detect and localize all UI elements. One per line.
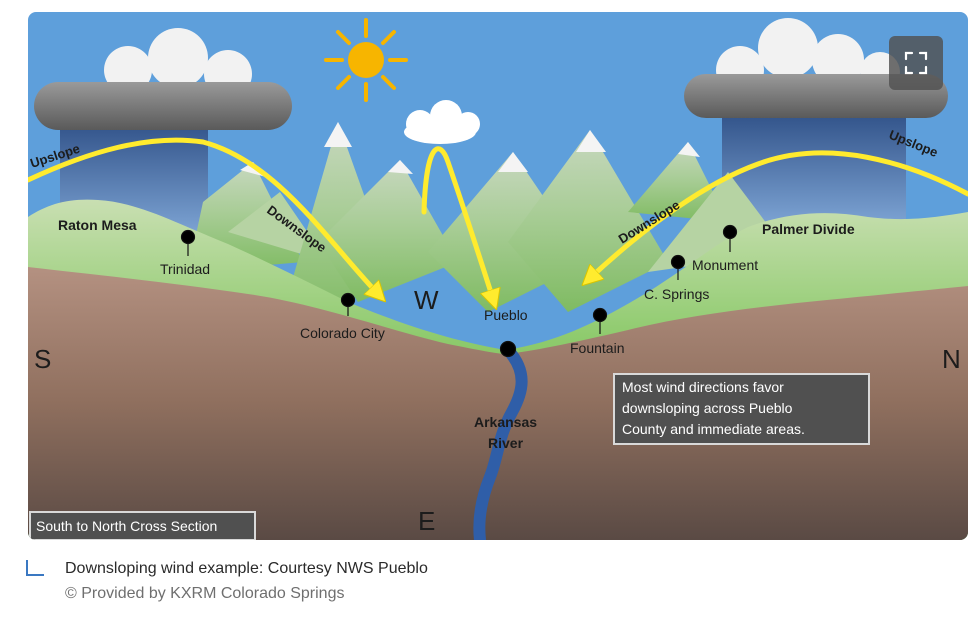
note-box: Most wind directions favor downsloping a… xyxy=(613,373,870,445)
note-line-2: downsloping across Pueblo xyxy=(622,400,793,416)
wind-arrow-center xyxy=(421,146,494,302)
wind-arrow-right xyxy=(588,150,968,280)
label-colorado-city: Colorado City xyxy=(300,325,385,341)
compass-south: S xyxy=(34,344,51,374)
location-markers xyxy=(180,224,738,358)
label-river-line2: River xyxy=(488,435,524,451)
compass-east: E xyxy=(418,506,435,536)
label-c-springs: C. Springs xyxy=(644,286,709,302)
diagram-figure: Upslope Downslope Downslope Upslope Rato… xyxy=(28,12,968,540)
wind-arrow-left xyxy=(28,137,380,296)
cloud-small-icon xyxy=(404,100,480,144)
storm-cloud-right-icon xyxy=(684,18,948,118)
marker-fountain xyxy=(592,307,608,323)
wind-arrows xyxy=(28,137,968,302)
label-river-line1: Arkansas xyxy=(474,414,537,430)
marker-colorado-city xyxy=(340,292,356,308)
caption-title: Downsloping wind example: Courtesy NWS P… xyxy=(65,560,428,577)
note-line-3: County and immediate areas. xyxy=(622,421,805,437)
marker-c-springs xyxy=(670,254,686,270)
label-monument: Monument xyxy=(692,257,758,273)
marker-pueblo xyxy=(499,340,517,358)
expand-button[interactable] xyxy=(889,36,943,90)
section-label: South to North Cross Section xyxy=(36,518,217,534)
caption-corner-icon xyxy=(26,560,44,576)
marker-trinidad xyxy=(180,229,196,245)
compass-west: W xyxy=(414,285,439,315)
label-pueblo: Pueblo xyxy=(484,307,528,323)
label-fountain: Fountain xyxy=(570,340,624,356)
expand-icon xyxy=(904,51,928,75)
marker-monument xyxy=(722,224,738,240)
section-label-box: South to North Cross Section xyxy=(29,511,256,540)
arkansas-river xyxy=(473,344,528,540)
label-palmer-divide: Palmer Divide xyxy=(762,221,855,237)
sun-icon xyxy=(324,18,408,102)
storm-cloud-left-icon xyxy=(34,28,292,130)
soil-layer xyxy=(28,267,968,540)
label-trinidad: Trinidad xyxy=(160,261,210,277)
label-raton-mesa: Raton Mesa xyxy=(58,217,137,233)
note-line-1: Most wind directions favor xyxy=(622,379,784,395)
caption-credit: © Provided by KXRM Colorado Springs xyxy=(65,585,345,602)
compass-north: N xyxy=(942,344,961,374)
